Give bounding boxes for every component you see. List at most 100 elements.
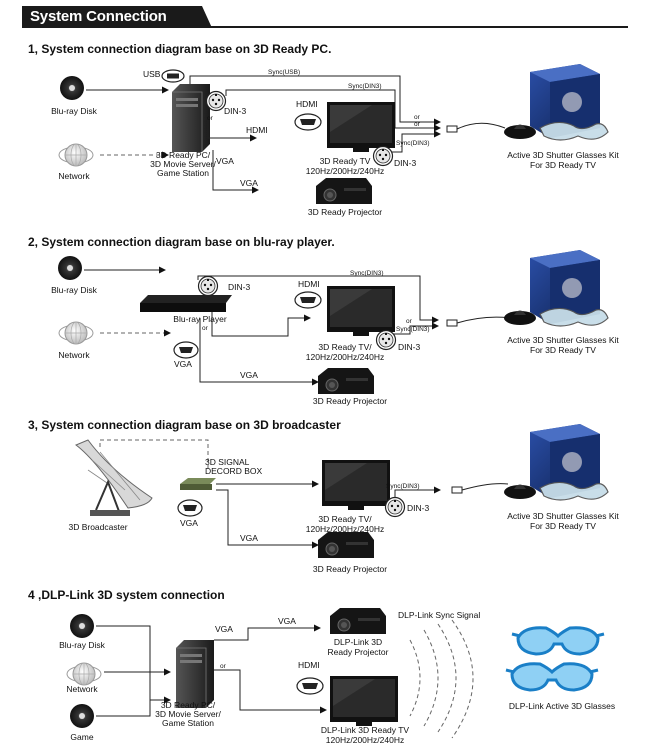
section-4-heading: 4 ,DLP-Link 3D system connection	[28, 588, 225, 602]
din3-label-tv1: DIN-3	[394, 158, 416, 168]
or-label-2b: or	[406, 318, 413, 325]
tv-icon-1	[327, 102, 395, 152]
pc-tower-icon	[171, 83, 211, 153]
din3-label: DIN-3	[224, 106, 246, 116]
usb-connector-icon	[161, 69, 185, 83]
dlp-projector-label-line2: Ready Projector	[328, 647, 389, 657]
bluray-disc-icon-4	[70, 614, 94, 638]
din3-icon-tv3	[384, 496, 406, 518]
hdmi-connector-icon-4	[296, 677, 324, 695]
vga-link-label-2: VGA	[240, 370, 258, 380]
dlp-sync-signal-label: DLP-Link Sync Signal	[398, 610, 480, 620]
dlp-glasses-image-2	[504, 662, 600, 692]
dlp-projector-icon	[329, 607, 387, 635]
tv-icon-2	[327, 286, 395, 336]
shutter-glasses-kit-image-3	[503, 423, 609, 501]
network-label-4: Network	[66, 684, 98, 694]
kit-label-1-line1: Active 3D Shutter Glasses Kit	[507, 150, 619, 160]
dlp-tv-label-line2: 120Hz/200Hz/240Hz	[326, 735, 404, 745]
pc4-label-line1: 3D Ready PC/	[161, 700, 216, 710]
projector-icon-2	[317, 367, 375, 395]
tv2-label-line1: 3D Ready TV/	[318, 342, 372, 352]
projector-label-1: 3D Ready Projector	[308, 207, 382, 217]
section-4-diagram: Blu-ray Disk Network Game 3D Ready PC/ 3…	[59, 607, 615, 745]
dlp-tv-label-line1: DLP-Link 3D Ready TV	[321, 725, 410, 735]
ir-emitter-plug	[446, 125, 458, 133]
pc-label-line2: 3D Movie Server/	[150, 159, 216, 169]
vga-connector-icon-3	[177, 499, 203, 517]
hdmi-connector-icon-2	[294, 291, 322, 309]
sync-din3-label-side: Sync(DIN3)	[396, 140, 430, 147]
usb-label: USB	[143, 69, 161, 79]
title-banner: System Connection Diagram:	[22, 6, 212, 28]
kit-label-1-line2: For 3D Ready TV	[530, 160, 596, 170]
kit-label-3-line1: Active 3D Shutter Glasses Kit	[507, 511, 619, 521]
dlp-projector-label-line1: DLP-Link 3D	[334, 637, 382, 647]
decoder-box-icon	[180, 478, 216, 484]
broadcaster-label: 3D Broadcaster	[68, 522, 127, 532]
pc-label-line3: Game Station	[157, 168, 209, 178]
projector-icon-3	[317, 531, 375, 559]
network-globe-icon-2	[58, 321, 94, 345]
tv3-label-line2: 120Hz/200Hz/240Hz	[306, 524, 384, 534]
sync-din3-label-3: Sync(DIN3)	[386, 483, 420, 490]
vga-link-label-3: VGA	[240, 533, 258, 543]
vga-link-label-4: VGA	[278, 616, 296, 626]
or-label-1b: or	[414, 121, 421, 128]
section-1-diagram: Blu-ray Disk Network 3D Ready PC/ 3D Mov…	[51, 63, 619, 217]
bluray-disk-label-4: Blu-ray Disk	[59, 640, 106, 650]
satellite-dish-icon	[75, 439, 153, 516]
network-label-2: Network	[58, 350, 90, 360]
dlp-glasses-label: DLP-Link Active 3D Glasses	[509, 701, 615, 711]
hdmi-label-1: HDMI	[296, 99, 318, 109]
tv-icon-3	[322, 460, 390, 510]
decoder-label-line1: 3D SIGNAL	[205, 457, 250, 467]
din3-label-tv3: DIN-3	[407, 503, 429, 513]
vga-label-1: VGA	[216, 156, 234, 166]
or-label-1c: or	[207, 115, 214, 122]
sync-usb-label: Sync(USB)	[268, 69, 300, 76]
vga-label-2: VGA	[174, 359, 192, 369]
network-label: Network	[58, 171, 90, 181]
tv1-label-line1: 3D Ready TV	[320, 156, 371, 166]
vga-link-label: VGA	[240, 178, 258, 188]
projector-label-3: 3D Ready Projector	[313, 564, 387, 574]
pc4-label-line3: Game Station	[162, 718, 214, 728]
sync-din3-label-2b: Sync(DIN3)	[396, 326, 430, 333]
or-label-1a: or	[414, 114, 421, 121]
sync-wave-arcs	[409, 619, 474, 739]
projector-icon-1	[315, 177, 373, 205]
projector-label-2: 3D Ready Projector	[313, 396, 387, 406]
pc-tower-icon-4	[175, 639, 215, 709]
din3-icon-tv1	[372, 145, 394, 167]
game-disc-icon	[70, 704, 94, 728]
din3-icon-tv2	[375, 329, 397, 351]
dlp-glasses-image-1	[510, 626, 606, 656]
section-3-diagram: 3D Broadcaster 3D SIGNAL DECORD BOX VGA …	[68, 423, 619, 574]
network-globe-icon	[58, 143, 94, 167]
din3-connector-icon	[205, 90, 227, 112]
hdmi-connector-icon	[294, 113, 322, 131]
vga-label-4: VGA	[215, 624, 233, 634]
or-label-2: or	[202, 325, 209, 332]
din3-icon-2	[197, 275, 219, 297]
dlp-tv-icon	[330, 676, 398, 726]
tv2-label-line2: 120Hz/200Hz/240Hz	[306, 352, 384, 362]
section-2-heading: 2, System connection diagram base on blu…	[28, 235, 335, 249]
kit-label-2-line1: Active 3D Shutter Glasses Kit	[507, 335, 619, 345]
shutter-glasses-kit-image-2	[503, 249, 609, 327]
din3-label-2: DIN-3	[228, 282, 250, 292]
din3-label-tv2: DIN-3	[398, 342, 420, 352]
vga-connector-icon-2	[173, 341, 199, 359]
tv1-label-line2: 120Hz/200Hz/240Hz	[306, 166, 384, 176]
shutter-glasses-kit-image-1	[503, 63, 609, 141]
title-rule	[22, 26, 628, 28]
pc4-label-line2: 3D Movie Server/	[155, 709, 221, 719]
bluray-disk-label: Blu-ray Disk	[51, 106, 98, 116]
hdmi-label-4: HDMI	[298, 660, 320, 670]
hdmi-label-2: HDMI	[298, 279, 320, 289]
section-1-heading: 1, System connection diagram base on 3D …	[28, 42, 332, 56]
section-2-diagram: Blu-ray Disk Network Blu-ray Player DIN-…	[51, 249, 619, 406]
vga-label-3: VGA	[180, 518, 198, 528]
